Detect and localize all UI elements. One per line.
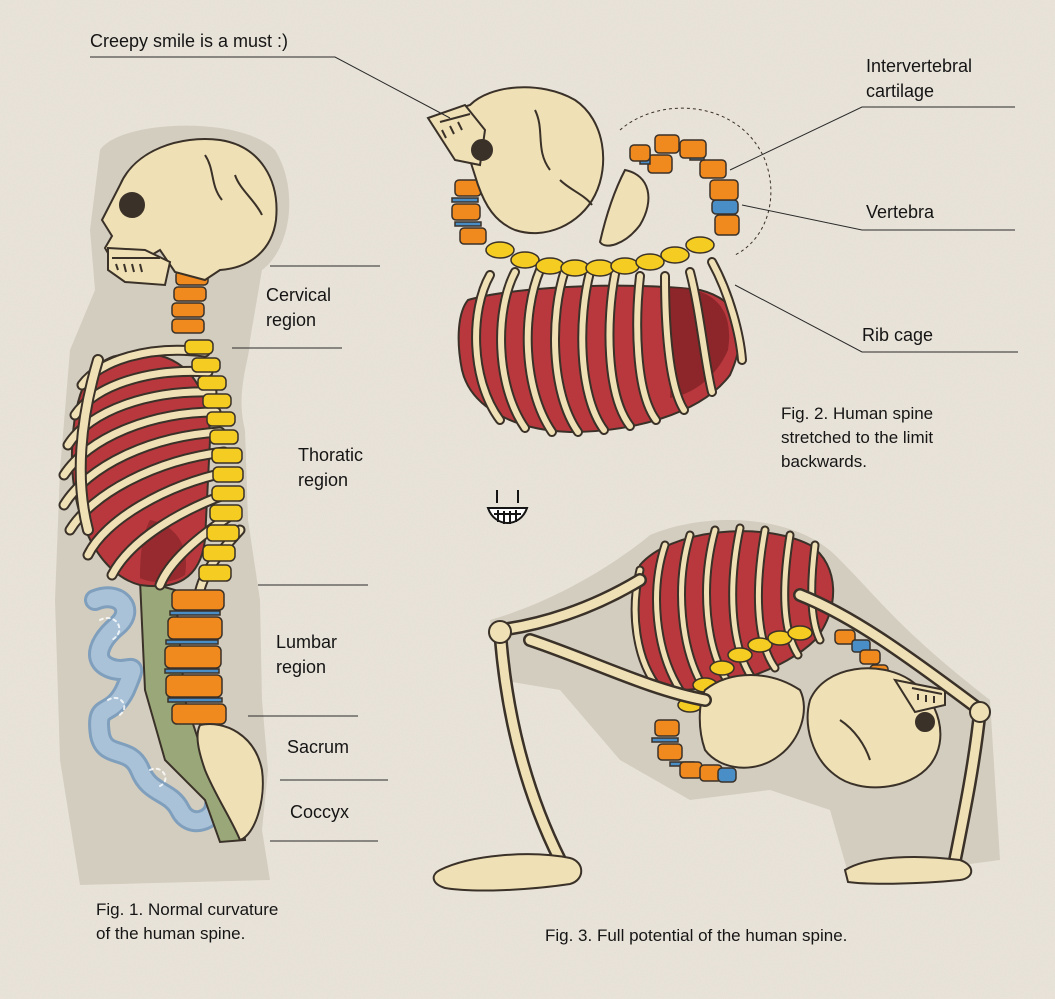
label-cervical-region: Cervical region <box>266 285 332 330</box>
smiley-icon <box>486 490 529 524</box>
leader-rib-cage <box>734 284 1018 353</box>
fig2-ribs <box>471 257 747 437</box>
caption-fig3: Fig. 3. Full potential of the human spin… <box>545 926 848 945</box>
leader-lines <box>90 56 1018 842</box>
fig1-skull <box>100 138 278 287</box>
fig3-knee-joint <box>488 620 512 644</box>
fig2-arc-guide <box>619 107 772 256</box>
leader-creepy-smile <box>90 56 451 119</box>
fig3-skull <box>806 667 946 789</box>
label-coccyx: Coccyx <box>290 802 350 822</box>
fig2-sacrum <box>598 168 650 247</box>
fig3-pelvis <box>698 674 805 769</box>
fig3-elbow-joint <box>969 701 991 723</box>
figure-2-skeleton <box>426 86 772 437</box>
label-thoratic-region: Thoratic region <box>298 445 364 490</box>
label-creepy-smile: Creepy smile is a must :) <box>90 31 289 51</box>
fig1-sacrum <box>196 723 264 842</box>
figure-3-skeleton <box>432 520 1000 892</box>
label-rib-cage: Rib cage <box>862 325 934 345</box>
fig2-spine <box>451 134 740 277</box>
label-sacrum: Sacrum <box>287 737 350 757</box>
figure-1-skeleton <box>55 125 290 885</box>
fig3-limbs <box>493 573 987 867</box>
fig2-skull <box>426 86 605 235</box>
label-lumbar-region: Lumbar region <box>276 632 338 677</box>
intestines <box>84 586 226 833</box>
leader-intervertebral <box>729 106 1015 171</box>
caption-fig1: Fig. 1. Normal curvature of the human sp… <box>96 900 279 943</box>
fig2-lung-shade <box>665 287 730 398</box>
fig3-left-foot <box>432 853 583 892</box>
label-intervertebral-cartilage: Intervertebral cartilage <box>866 56 973 101</box>
caption-fig2: Fig. 2. Human spine stretched to the lim… <box>781 404 934 471</box>
label-vertebra: Vertebra <box>866 202 935 222</box>
fig3-right-hand <box>843 856 973 885</box>
leader-vertebra <box>741 204 1015 231</box>
